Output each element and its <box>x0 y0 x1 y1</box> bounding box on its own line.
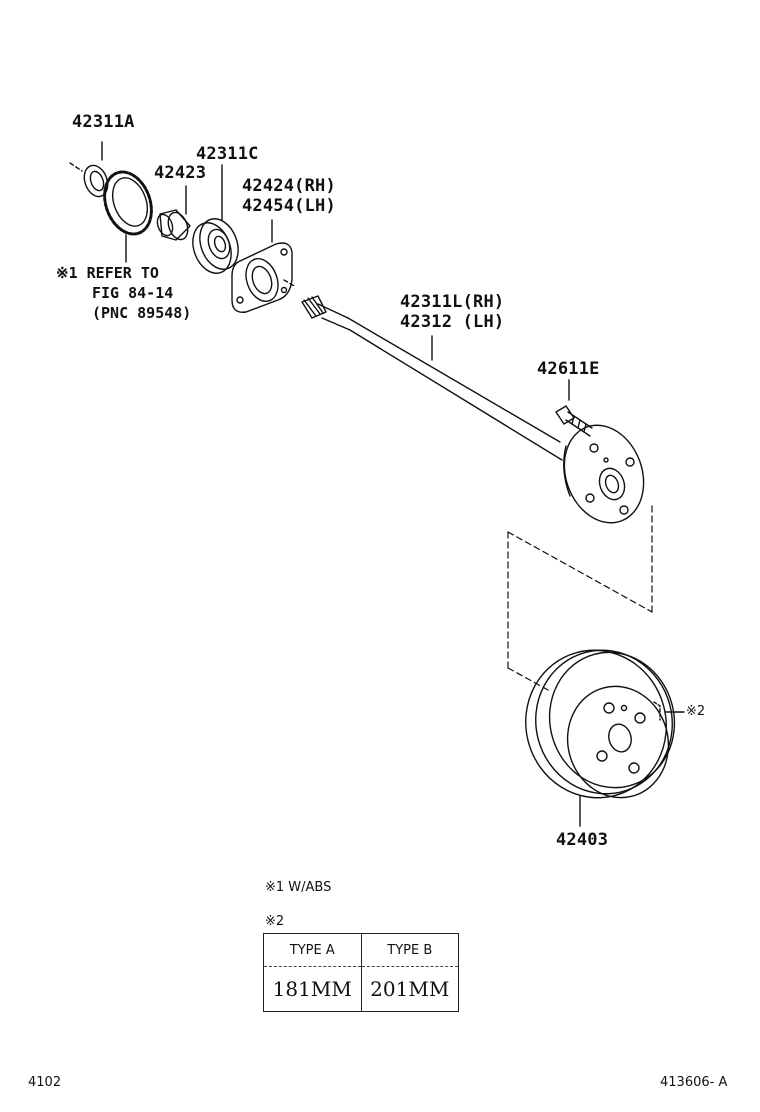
part-number-42311c: 42311C <box>196 144 259 164</box>
axle-hub-flange <box>563 424 645 524</box>
part-number-42454: 42454(LH) <box>242 196 336 216</box>
part-number-42311a: 42311A <box>72 112 135 132</box>
hub-bolt <box>555 379 593 437</box>
bearing-retainer-plate <box>231 219 293 313</box>
part-number-42424: 42424(RH) <box>242 176 336 196</box>
rear-axle-shaft <box>301 295 563 461</box>
axis-dash <box>283 279 297 288</box>
bearing-collar <box>156 185 191 241</box>
note-size-mark: ※2 <box>265 914 285 929</box>
size-mark-2: ※2 <box>686 704 706 719</box>
part-number-42311l: 42311L(RH) <box>400 292 505 312</box>
part-number-42312: 42312 (LH) <box>400 312 505 332</box>
note-abs: ※1 W/ABS <box>265 880 332 895</box>
figure-code-right: 413606- A <box>660 1075 728 1090</box>
part-number-42423: 42423 <box>154 163 207 183</box>
table-row: 181MM 201MM <box>264 966 459 1012</box>
sensor-rotor-gear <box>103 170 153 263</box>
brake-drum <box>525 649 685 827</box>
table-header-cell: TYPE B <box>360 933 459 967</box>
alignment-guide <box>507 505 653 691</box>
part-number-42611e: 42611E <box>537 359 600 379</box>
table-value-cell: 201MM <box>360 966 459 1012</box>
table-header-row: TYPE A TYPE B <box>263 933 459 967</box>
table-value-cell: 181MM <box>272 977 352 1001</box>
refer-note-line-3: (PNC 89548) <box>92 304 192 322</box>
oil-seal <box>69 141 109 198</box>
page-code-left: 4102 <box>28 1075 62 1090</box>
axle-bearing <box>192 164 239 274</box>
refer-note-line-2: FIG 84-14 <box>92 284 174 302</box>
table-header-cell: TYPE A <box>263 933 361 967</box>
refer-note-line-1: ※1 REFER TO <box>56 264 159 282</box>
part-number-42403: 42403 <box>556 830 609 850</box>
drum-size-table: TYPE A TYPE B 181MM 201MM <box>263 933 459 1012</box>
